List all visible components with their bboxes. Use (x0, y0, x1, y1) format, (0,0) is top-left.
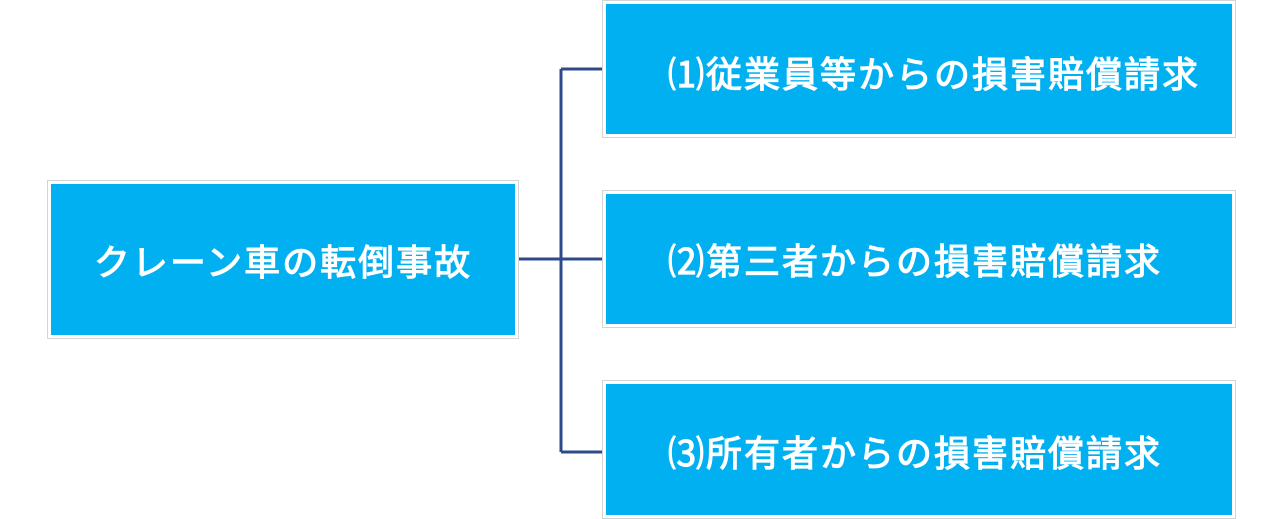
branch-node-box: ⑶所有者からの損害賠償請求 (606, 384, 1232, 515)
branch-node-label: ⑴従業員等からの損害賠償請求 (668, 55, 1201, 96)
branch-node-label: ⑶所有者からの損害賠償請求 (668, 433, 1163, 475)
root-node-box: クレーン車の転倒事故 (51, 184, 515, 335)
branch-node-box: ⑵第三者からの損害賠償請求 (606, 194, 1232, 324)
root-node: クレーン車の転倒事故 (47, 180, 519, 339)
branch-node-third-party-claim: ⑵第三者からの損害賠償請求 (602, 190, 1236, 328)
root-node-label: クレーン車の転倒事故 (93, 242, 473, 284)
branch-node-box: ⑴従業員等からの損害賠償請求 (606, 4, 1232, 134)
branch-node-employee-claim: ⑴従業員等からの損害賠償請求 (602, 0, 1236, 138)
branch-node-label: ⑵第三者からの損害賠償請求 (668, 242, 1163, 283)
branch-node-owner-claim: ⑶所有者からの損害賠償請求 (602, 380, 1236, 519)
